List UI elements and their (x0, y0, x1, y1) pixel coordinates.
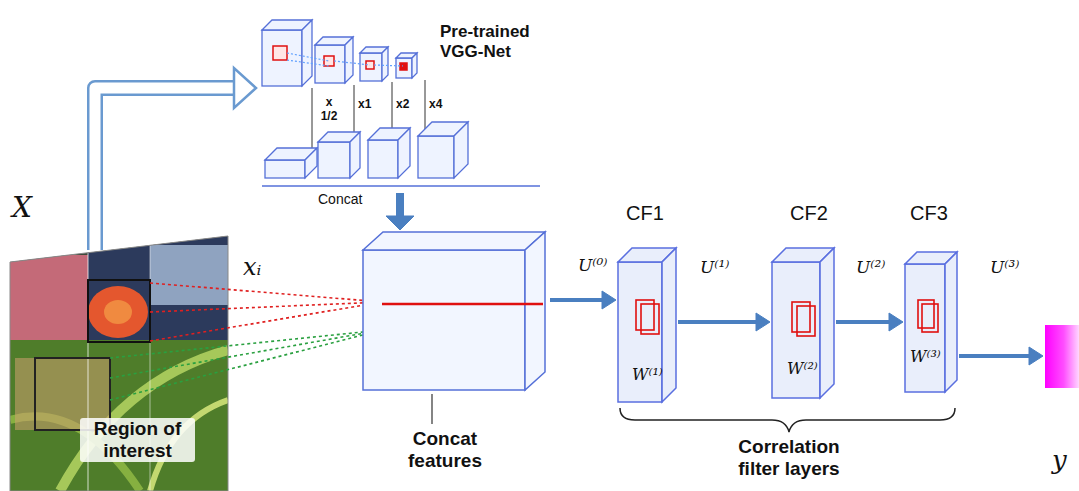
connector-line (396, 193, 404, 219)
arrow-head (386, 216, 414, 230)
edge-label: Concat (318, 191, 362, 207)
connector (95, 68, 256, 250)
photo (10, 230, 228, 491)
layer-title: CF1 (626, 202, 664, 225)
filter-layer: CF3W⁽³⁾ (898, 200, 963, 400)
connector-line (836, 320, 892, 324)
arrow-head (1029, 347, 1043, 365)
connector (386, 193, 414, 230)
shape-body (1045, 325, 1079, 388)
image-symbol: X (12, 192, 32, 224)
connector (959, 347, 1043, 365)
connector-line (550, 298, 605, 302)
connector-line (678, 320, 759, 324)
layer-title: CF3 (910, 202, 948, 225)
shape-body (363, 232, 548, 394)
signal-symbol: U⁽⁰⁾ (578, 256, 608, 276)
input-image: X Region of interest (5, 190, 233, 491)
connector-outline (95, 88, 238, 250)
scale-label: x2 (396, 98, 409, 112)
weight-symbol: W⁽¹⁾ (632, 366, 663, 384)
caption: Region of interest (80, 418, 195, 462)
region-symbol: xᵢ (243, 254, 261, 282)
arrow-head (602, 291, 616, 309)
layer-title: CF2 (790, 202, 828, 225)
shape-body (905, 250, 957, 392)
group-label: Correlation filter layers (719, 436, 859, 480)
weight-symbol: W⁽²⁾ (787, 360, 818, 378)
output-symbol: y (1052, 446, 1067, 476)
arrow-head (889, 313, 903, 331)
scale-label: x1 (358, 98, 371, 112)
signal-symbol: U⁽¹⁾ (700, 258, 730, 278)
feature-volume: Concat features (360, 228, 550, 478)
vgg-network: Pre-trained VGG-Net (258, 5, 552, 185)
scale-label: x 1/2 (316, 96, 342, 124)
weight-symbol: W⁽³⁾ (910, 348, 941, 366)
scale-label: x4 (429, 98, 442, 112)
network-title: Pre-trained VGG-Net (440, 22, 550, 61)
connector-line (959, 354, 1032, 358)
arrow-head (756, 313, 770, 331)
connector (836, 313, 903, 331)
response-map: y (1040, 318, 1079, 488)
connector (550, 291, 616, 309)
feature-caption: Concat features (385, 428, 505, 472)
connector-fill (95, 88, 238, 250)
arrow-head (234, 68, 256, 108)
filter-layer: CF1W⁽¹⁾ (612, 200, 682, 405)
filter-layer: CF2W⁽²⁾ (765, 200, 840, 405)
signal-symbol: U⁽³⁾ (990, 258, 1020, 278)
connector (678, 313, 770, 331)
signal-symbol: U⁽²⁾ (856, 258, 886, 278)
